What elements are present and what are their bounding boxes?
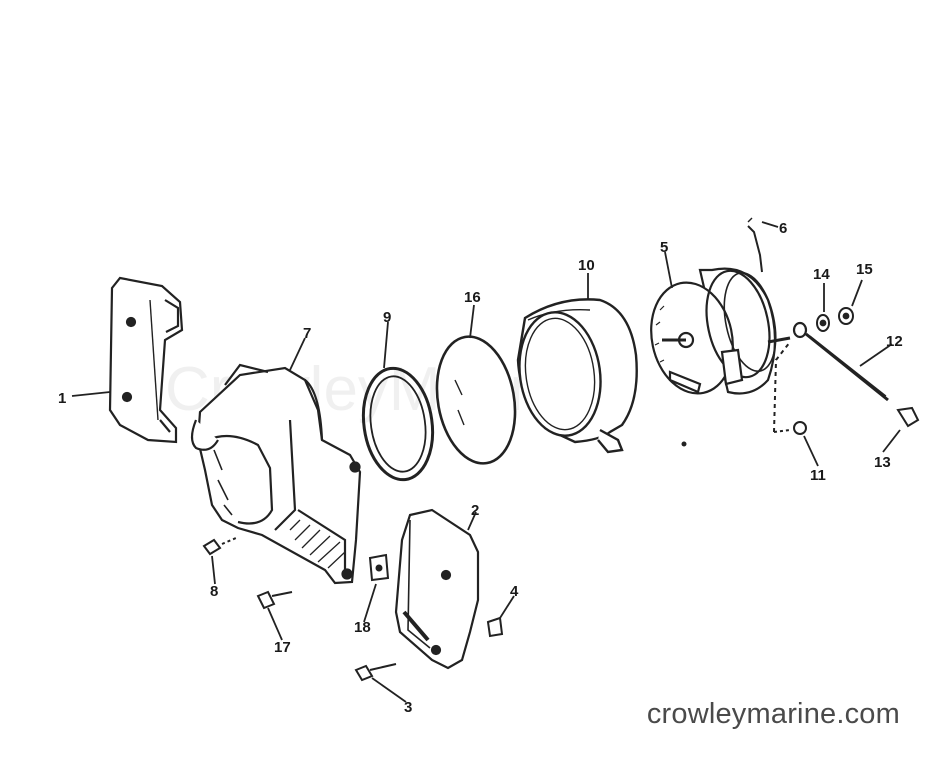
part-12-rod[interactable]	[792, 321, 889, 402]
callout-16: 16	[464, 289, 481, 306]
callout-7: 7	[303, 325, 311, 342]
part-13-screw[interactable]	[896, 406, 920, 428]
part-1-side-panel[interactable]	[108, 276, 184, 444]
callout-9: 9	[383, 309, 391, 326]
site-url: crowleymarine.com	[646, 698, 900, 730]
callout-1: 1	[58, 390, 66, 407]
callout-2: 2	[471, 502, 479, 519]
part-9-ring[interactable]	[357, 364, 440, 484]
part-2-side-panel[interactable]	[394, 508, 480, 670]
dot-mark	[681, 441, 687, 447]
callout-11: 11	[810, 467, 826, 484]
part-10-bezel[interactable]	[512, 298, 638, 454]
callout-14: 14	[813, 266, 830, 283]
part-11-screw[interactable]	[773, 341, 807, 435]
callout-17: 17	[274, 639, 291, 656]
part-17-screw[interactable]	[256, 590, 293, 610]
callout-12: 12	[886, 333, 903, 350]
part-7-housing[interactable]	[190, 363, 362, 585]
callout-3: 3	[404, 699, 412, 716]
part-5-gauge[interactable]	[641, 265, 791, 401]
part-15-washer[interactable]	[838, 307, 854, 325]
callout-6: 6	[779, 220, 787, 237]
part-3-screw[interactable]	[354, 663, 397, 682]
callout-labels: 1 2 3 4 5 6 7 8 9 10 11 12 13 14 15 16 1…	[58, 220, 903, 716]
callout-4: 4	[510, 583, 519, 600]
callout-5: 5	[660, 239, 668, 256]
callout-13: 13	[874, 454, 891, 471]
part-18-clip[interactable]	[368, 553, 390, 582]
leader-lines	[71, 221, 901, 703]
callout-10: 10	[578, 257, 595, 274]
callout-15: 15	[856, 261, 873, 278]
callout-18: 18	[354, 619, 371, 636]
callout-8: 8	[210, 583, 218, 600]
part-16-lens[interactable]	[427, 330, 524, 469]
part-8-screw[interactable]	[202, 537, 237, 556]
part-6-wire[interactable]	[747, 217, 763, 273]
part-14-nut[interactable]	[816, 314, 830, 332]
part-4-clip[interactable]	[486, 616, 504, 638]
